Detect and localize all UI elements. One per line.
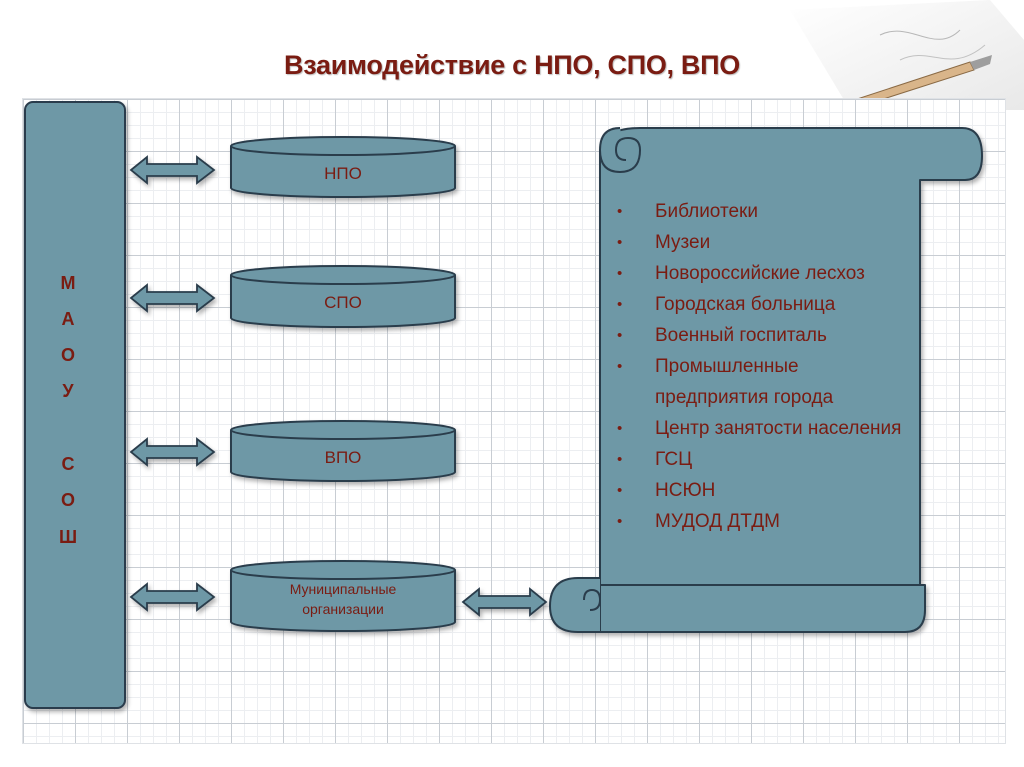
list-item: Новороссийские лесхоз [615,258,915,289]
bar-letter: С [61,454,75,474]
list-item: Военный госпиталь [615,320,915,351]
bar-letter: Ш [58,527,78,547]
list-item: Городская больница [615,289,915,320]
bar-letter: О [60,345,75,365]
organizations-list: Библиотеки Музеи Новороссийские лесхоз Г… [615,196,915,537]
list-item: ГСЦ [615,444,915,475]
cylinder-vpo [230,420,456,482]
double-arrow-icon [129,155,216,185]
list-item: Библиотеки [615,196,915,227]
list-item: НСЮН [615,475,915,506]
list-item: Промышленные предприятия города [615,351,915,413]
cylinder-municipal [230,560,456,632]
municipal-label: Муниципальные организации [289,581,397,617]
page-title: Взаимодействие с НПО, СПО, ВПО [284,50,740,80]
npo-label: НПО [324,164,362,183]
cylinder-spo [230,265,456,328]
bar-letter: М [60,273,76,293]
double-arrow-icon [129,582,216,612]
double-arrow-icon [129,283,216,313]
vpo-label: ВПО [324,448,362,467]
list-item: МУДОД ДТДМ [615,506,915,537]
spo-label: СПО [324,293,362,312]
list-item: Музеи [615,227,915,258]
bar-letter: А [61,309,75,329]
double-arrow-icon [461,587,548,617]
list-item: Центр занятости населения [615,413,915,444]
bar-letter: О [60,490,75,510]
double-arrow-icon [129,437,216,467]
cylinder-npo [230,136,456,198]
bar-letter: У [62,381,74,401]
maou-sosh-bar [24,101,126,709]
